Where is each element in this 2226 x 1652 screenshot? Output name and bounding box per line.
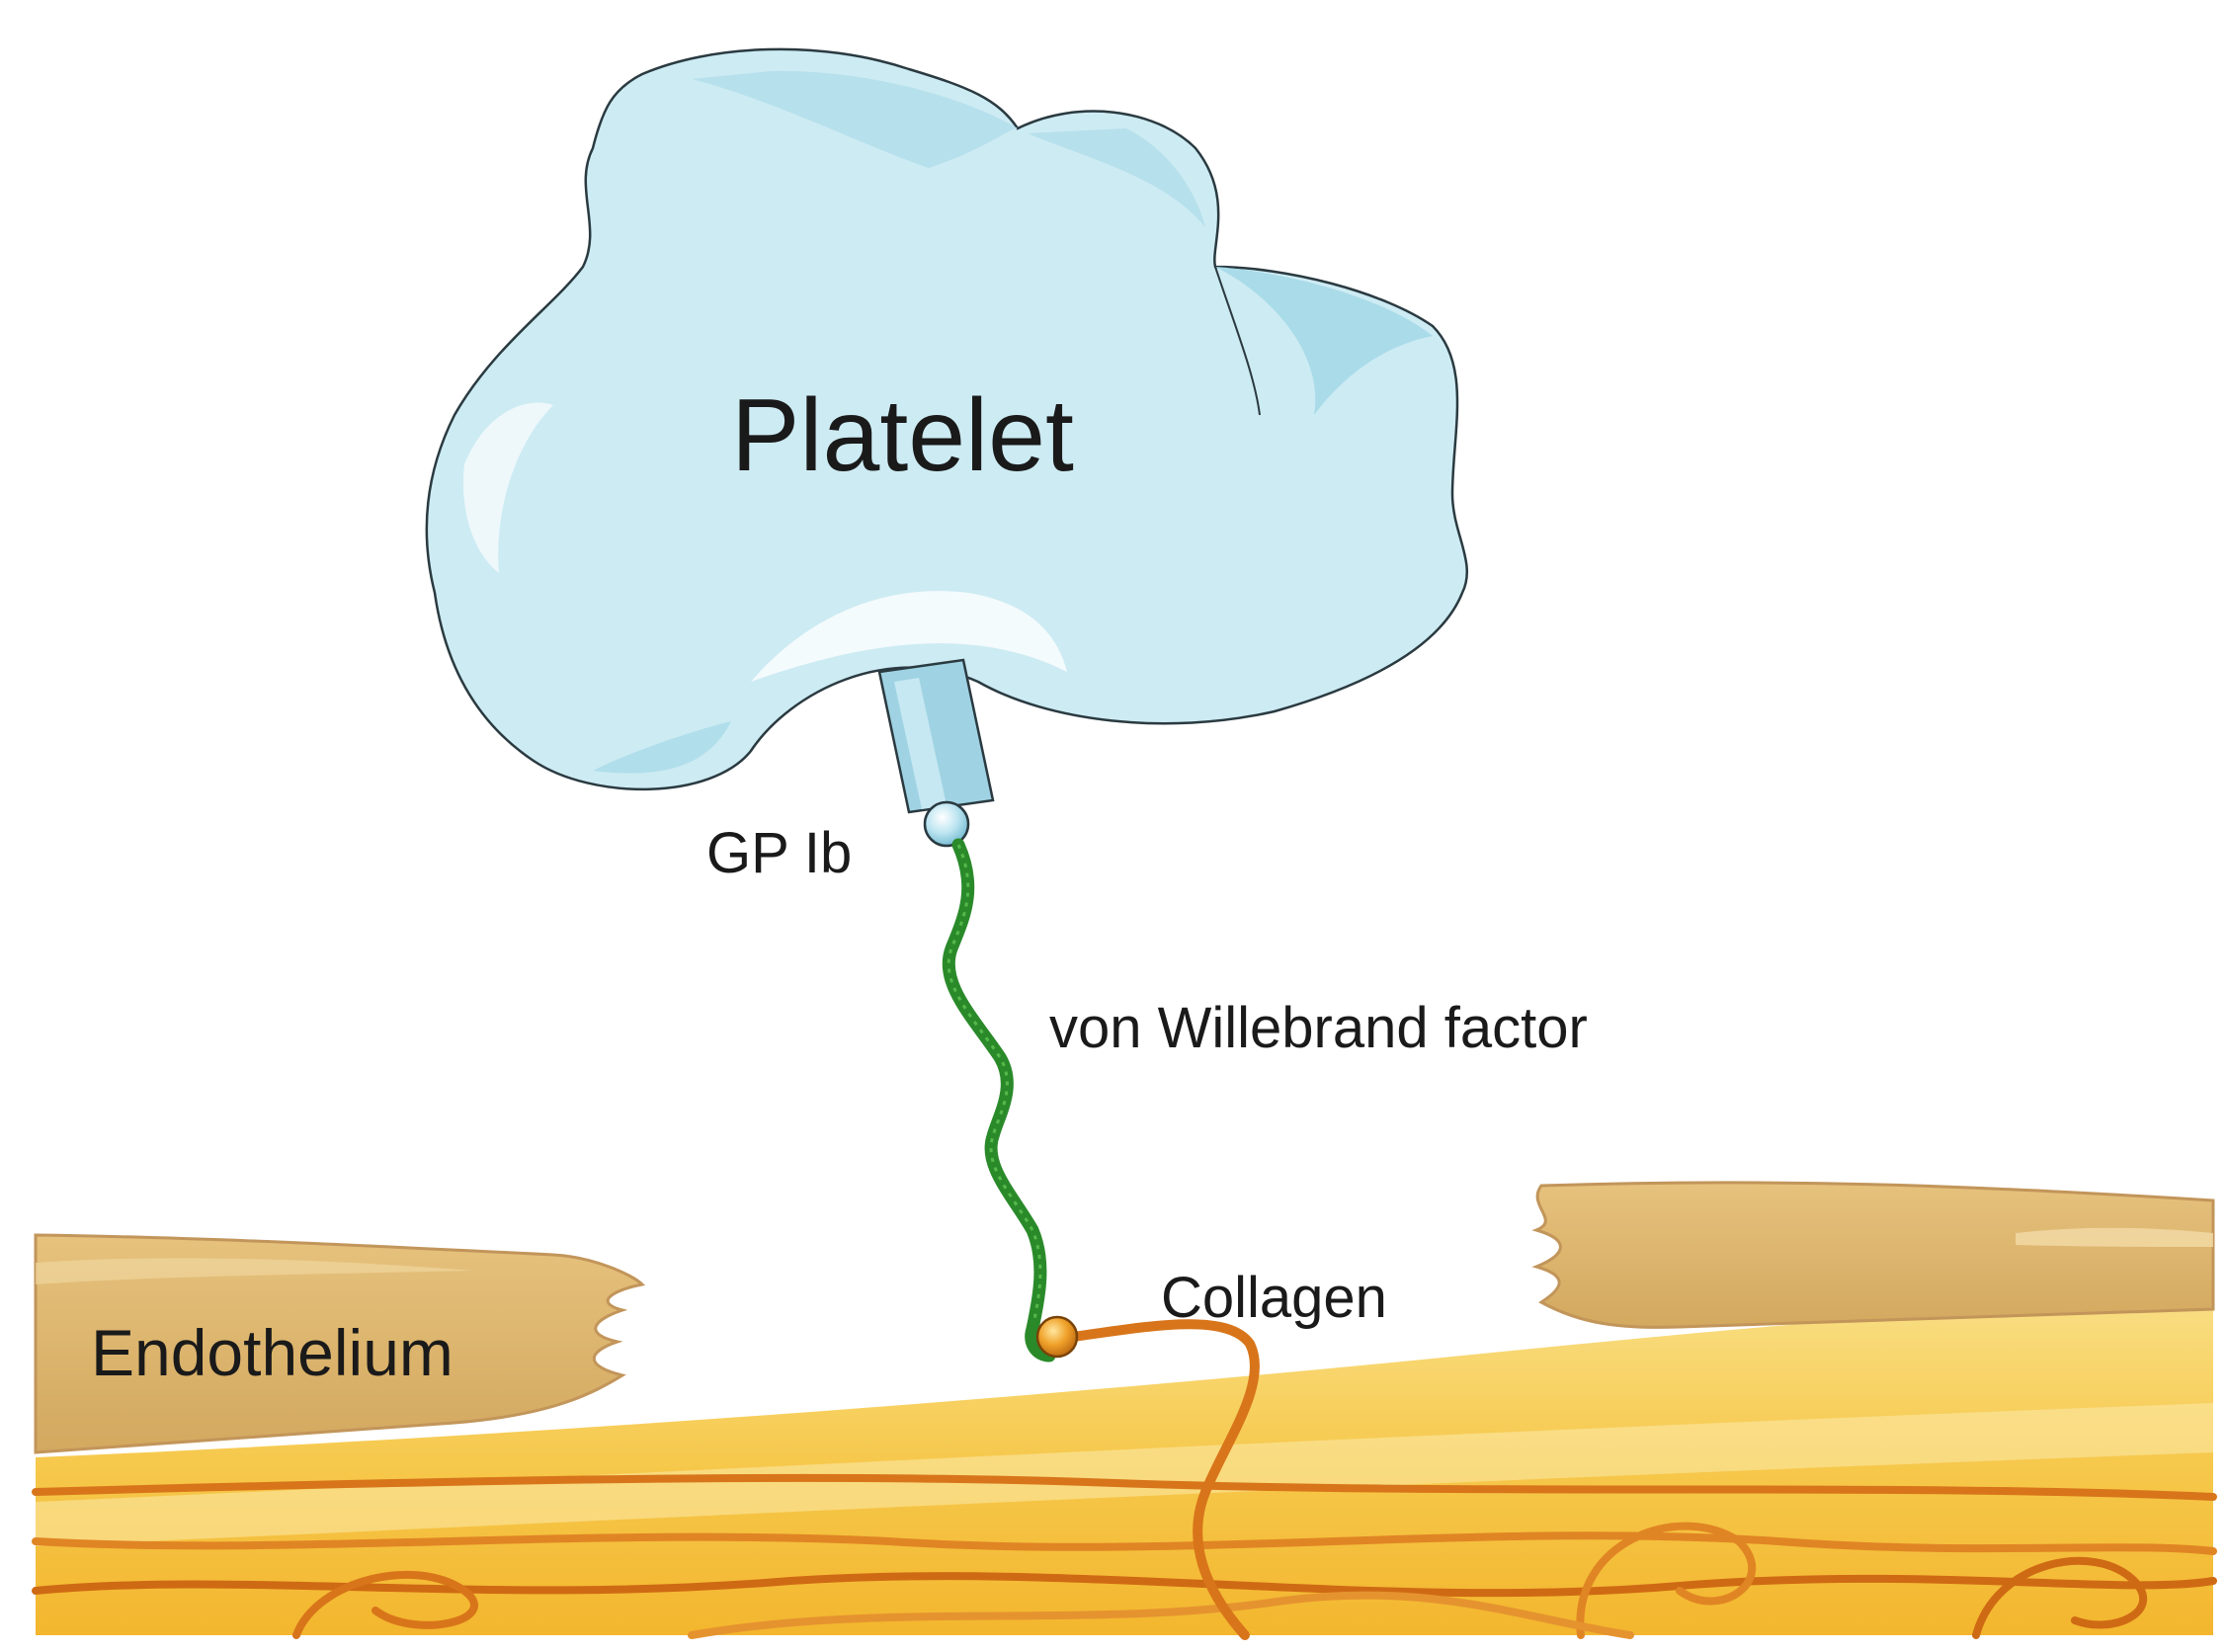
platelet <box>425 47 1468 791</box>
endothelium-left <box>34 1233 646 1454</box>
label-gp-ib: GP Ib <box>706 821 852 885</box>
collagen-fibers <box>32 1473 2217 1639</box>
collagen-strand <box>1052 1319 1260 1640</box>
label-platelet: Platelet <box>731 378 1074 493</box>
gp-ib-binding-site <box>923 800 970 848</box>
endothelium-right-highlight <box>2016 1227 2213 1247</box>
label-endothelium: Endothelium <box>91 1316 453 1389</box>
label-collagen: Collagen <box>1161 1266 1387 1330</box>
vwf-strand-end <box>1025 1322 1056 1363</box>
endothelium-right <box>1531 1181 2215 1329</box>
subendothelium <box>36 1294 2213 1635</box>
collagen-binding-site <box>1035 1315 1079 1359</box>
endothelium-left-highlight <box>36 1258 474 1284</box>
gp-ib-receptor <box>877 658 995 848</box>
label-von-willebrand-factor: von Willebrand factor <box>1049 996 1588 1060</box>
vwf-strand <box>942 838 1047 1336</box>
